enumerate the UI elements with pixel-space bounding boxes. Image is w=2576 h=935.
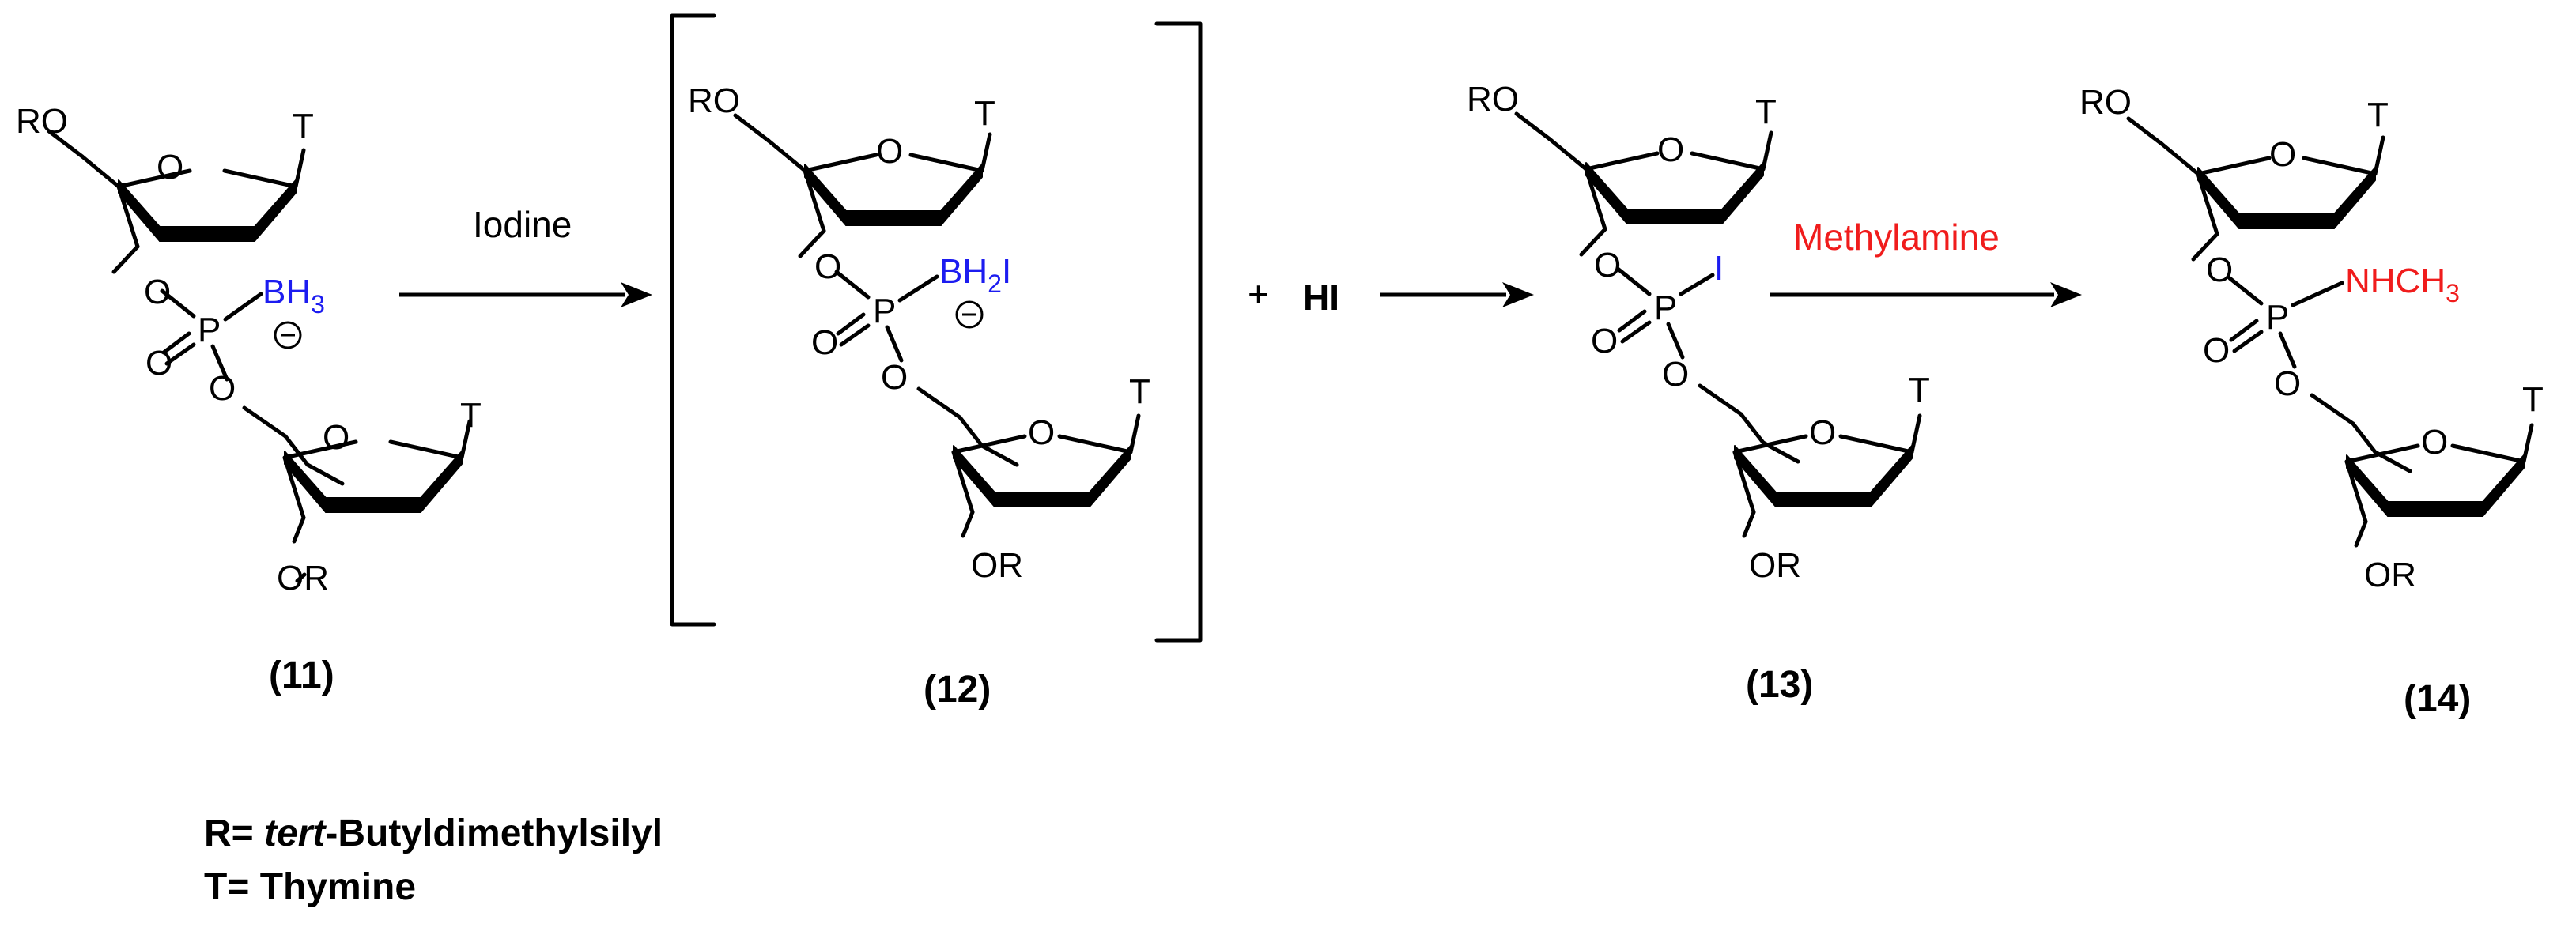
c11-or-label: OR bbox=[277, 559, 329, 598]
c12-lower-ring-oxygen: O bbox=[1028, 413, 1055, 452]
legend-r-definition: R= tert-Butyldimethylsilyl bbox=[204, 812, 663, 854]
c14-lower-ring-oxygen: O bbox=[2421, 423, 2448, 462]
c12-negative-charge bbox=[955, 300, 984, 329]
c11-borane-label: BH3 bbox=[263, 273, 325, 319]
c12-lower-thymine-label: T bbox=[1129, 372, 1150, 411]
c11-phosphorus: P bbox=[198, 311, 221, 349]
c12-ester-oxygen-top: O bbox=[814, 247, 841, 286]
arrow-methylamine bbox=[1770, 282, 2082, 307]
c13-thymine-label: T bbox=[1755, 92, 1777, 131]
c11-ro-label: RO bbox=[16, 102, 68, 141]
c12-thymine-label: T bbox=[974, 94, 995, 133]
c11-thymine-label: T bbox=[293, 107, 314, 145]
c14-or-label: OR bbox=[2364, 556, 2416, 594]
c13-or-label: OR bbox=[1749, 546, 1801, 585]
c11-ester-oxygen-bottom: O bbox=[209, 369, 236, 408]
compound-12-label: (12) bbox=[924, 669, 991, 711]
c14-thymine-label: T bbox=[2367, 96, 2389, 134]
c14-ro-label: RO bbox=[2079, 83, 2132, 122]
c13-iodine-label: I bbox=[1714, 249, 1724, 288]
compound-14-structure bbox=[2128, 119, 2532, 545]
c13-lower-ring-oxygen: O bbox=[1809, 413, 1836, 452]
bracket-left bbox=[670, 13, 716, 627]
legend-t-definition: T= Thymine bbox=[204, 866, 416, 908]
compound-13-label: (13) bbox=[1746, 664, 1813, 706]
c12-iodoborane-label: BH2I bbox=[939, 252, 1011, 298]
c13-ester-oxygen-bottom: O bbox=[1662, 355, 1689, 394]
c11-negative-charge bbox=[274, 321, 302, 349]
c13-phosphorus: P bbox=[1654, 288, 1677, 327]
compound-11-structure bbox=[49, 131, 470, 583]
c13-lower-thymine-label: T bbox=[1909, 371, 1930, 409]
arrow-hi bbox=[1380, 282, 1534, 307]
reagent-iodine: Iodine bbox=[473, 204, 572, 245]
c12-phosphorus: P bbox=[873, 292, 896, 330]
c11-ring-oxygen: O bbox=[157, 148, 183, 187]
c14-phosphoryl-oxygen: O bbox=[2203, 331, 2230, 370]
compound-14-label: (14) bbox=[2404, 678, 2471, 720]
c12-or-label: OR bbox=[971, 546, 1023, 585]
c12-phosphoryl-oxygen: O bbox=[811, 323, 838, 362]
reagent-methylamine: Methylamine bbox=[1793, 217, 2000, 258]
bracket-right bbox=[1154, 21, 1203, 643]
c14-methylamino-label: NHCH3 bbox=[2345, 262, 2460, 307]
compound-12-structure bbox=[735, 115, 1139, 536]
compound-11-label: (11) bbox=[269, 654, 334, 696]
c11-phosphoryl-oxygen: O bbox=[145, 344, 172, 383]
c14-ester-oxygen-top: O bbox=[2206, 251, 2233, 289]
c11-lower-ring-oxygen: O bbox=[323, 418, 349, 457]
c12-ro-label: RO bbox=[688, 81, 740, 120]
c13-phosphoryl-oxygen: O bbox=[1591, 322, 1618, 360]
hydrogen-iodide-label: HI bbox=[1303, 277, 1339, 318]
c14-ester-oxygen-bottom: O bbox=[2274, 364, 2301, 403]
c13-ester-oxygen-top: O bbox=[1594, 246, 1621, 285]
c13-ring-oxygen: O bbox=[1657, 130, 1684, 169]
c11-ester-oxygen-top: O bbox=[144, 273, 171, 311]
c14-phosphorus: P bbox=[2266, 298, 2289, 337]
compound-13-structure bbox=[1517, 114, 1920, 536]
c14-lower-thymine-label: T bbox=[2522, 380, 2544, 419]
c12-ring-oxygen: O bbox=[876, 132, 903, 171]
c12-ester-oxygen-bottom: O bbox=[881, 358, 908, 397]
c13-ro-label: RO bbox=[1467, 80, 1519, 119]
plus-sign: + bbox=[1248, 273, 1269, 315]
c14-ring-oxygen: O bbox=[2269, 135, 2296, 174]
c11-lower-thymine-label: T bbox=[460, 396, 482, 435]
arrow-iodine bbox=[399, 282, 652, 307]
